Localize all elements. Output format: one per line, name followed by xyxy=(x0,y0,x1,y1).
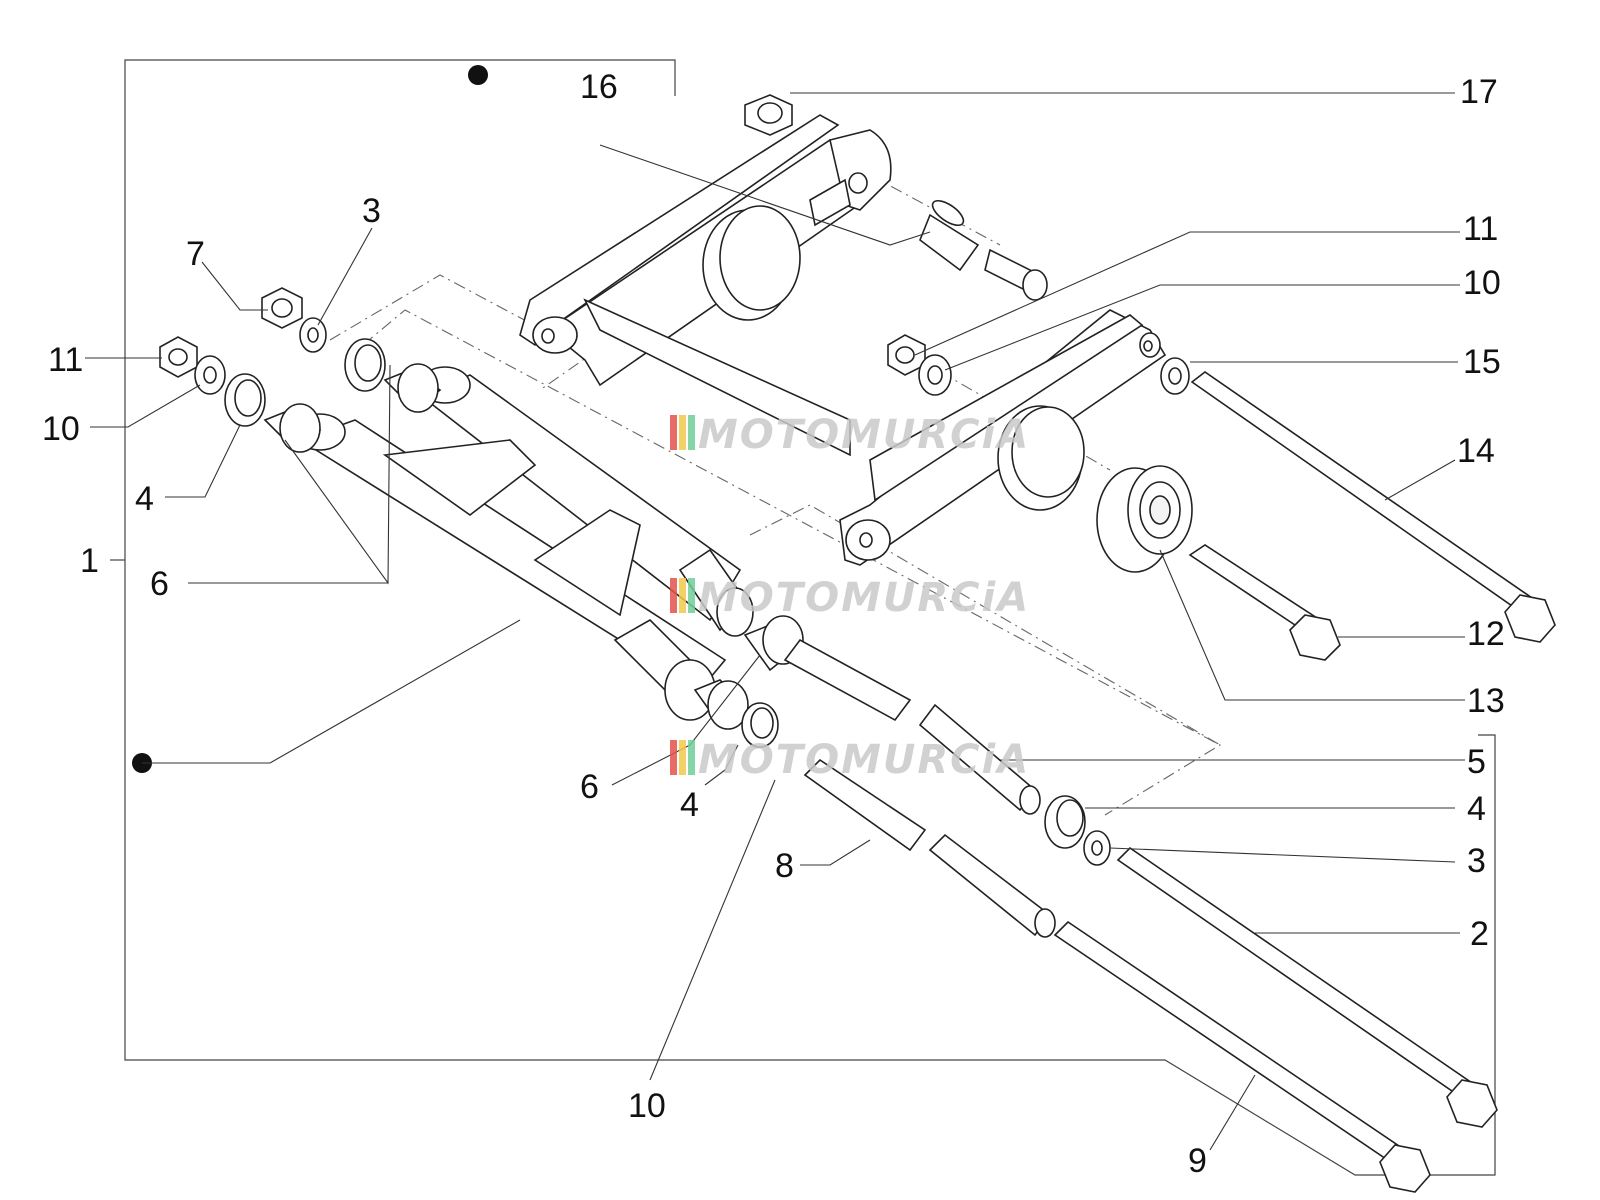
watermark-middle: MOTOMURCiA xyxy=(670,575,1030,621)
bolt-2 xyxy=(1116,846,1498,1128)
washer-3-right xyxy=(1083,830,1111,866)
nut-11-left xyxy=(159,336,198,378)
watermark-text: MOTOMURCiA xyxy=(698,412,1030,458)
upper-pin xyxy=(919,199,1048,301)
callout-14: 14 xyxy=(1457,432,1495,470)
callout-16: 16 xyxy=(580,68,618,106)
bushing-6-upper xyxy=(383,363,442,413)
callout-4-right: 4 xyxy=(1467,790,1486,828)
nut-17 xyxy=(744,94,793,136)
callout-11-left: 11 xyxy=(48,341,83,379)
callout-3-right: 3 xyxy=(1467,842,1486,880)
assembly-bracket xyxy=(110,59,1496,1176)
seal-4-lower xyxy=(741,702,779,748)
callout-3-top: 3 xyxy=(362,192,381,230)
seal-4-right xyxy=(1044,795,1086,849)
seal-4-upper xyxy=(344,338,386,392)
bushing-6-lower xyxy=(693,679,749,730)
washer-3-top xyxy=(299,317,327,353)
callout-11-right: 11 xyxy=(1463,210,1498,248)
callout-4-left: 4 xyxy=(135,480,154,518)
callout-6-lower: 6 xyxy=(580,768,599,806)
spacer-tube-5 xyxy=(783,638,1041,815)
bushing-6-left xyxy=(263,403,322,453)
callout-13: 13 xyxy=(1467,682,1505,720)
callout-4-lower: 4 xyxy=(680,786,699,824)
callout-5: 5 xyxy=(1467,743,1486,781)
callout-7: 7 xyxy=(186,235,205,273)
watermark-text: MOTOMURCiA xyxy=(698,737,1030,783)
watermark-group: MOTOMURCiA MOTOMURCiA MOTOMURCiA xyxy=(670,412,1030,783)
callout-17: 17 xyxy=(1460,73,1498,111)
washer-15 xyxy=(1160,357,1190,395)
spacer-tube-8 xyxy=(803,758,1056,938)
silent-block-13 xyxy=(1096,465,1193,573)
callout-2: 2 xyxy=(1470,915,1489,953)
watermark-bottom: MOTOMURCiA xyxy=(670,737,1030,783)
callout-8: 8 xyxy=(775,847,794,885)
washer-10-right xyxy=(918,354,952,396)
callout-10-right: 10 xyxy=(1463,264,1501,302)
bolt-14 xyxy=(1190,371,1556,643)
bolt-9 xyxy=(1053,920,1431,1193)
callout-15: 15 xyxy=(1463,343,1501,381)
watermark-top: MOTOMURCiA xyxy=(670,412,1030,458)
washer-10-left xyxy=(194,355,226,395)
nut-11-right xyxy=(887,334,926,376)
callout-1: 1 xyxy=(80,542,99,580)
callout-labels: 16 17 3 7 11 11 10 10 15 14 4 1 6 12 13 … xyxy=(42,68,1505,1180)
callout-10-bottom: 10 xyxy=(628,1087,666,1125)
assembly-marker-dot xyxy=(468,65,488,85)
callout-10-left: 10 xyxy=(42,410,80,448)
callout-9: 9 xyxy=(1188,1142,1207,1180)
watermark-text: MOTOMURCiA xyxy=(698,575,1030,621)
swing-arm-body xyxy=(294,366,754,721)
bolt-12 xyxy=(1188,544,1341,661)
seal-4-left xyxy=(224,373,266,427)
leader-lines xyxy=(85,92,1465,1151)
upper-frame-link xyxy=(519,114,1167,566)
nut-7 xyxy=(261,287,303,329)
callout-6-left: 6 xyxy=(150,565,169,603)
callout-12: 12 xyxy=(1467,615,1505,653)
